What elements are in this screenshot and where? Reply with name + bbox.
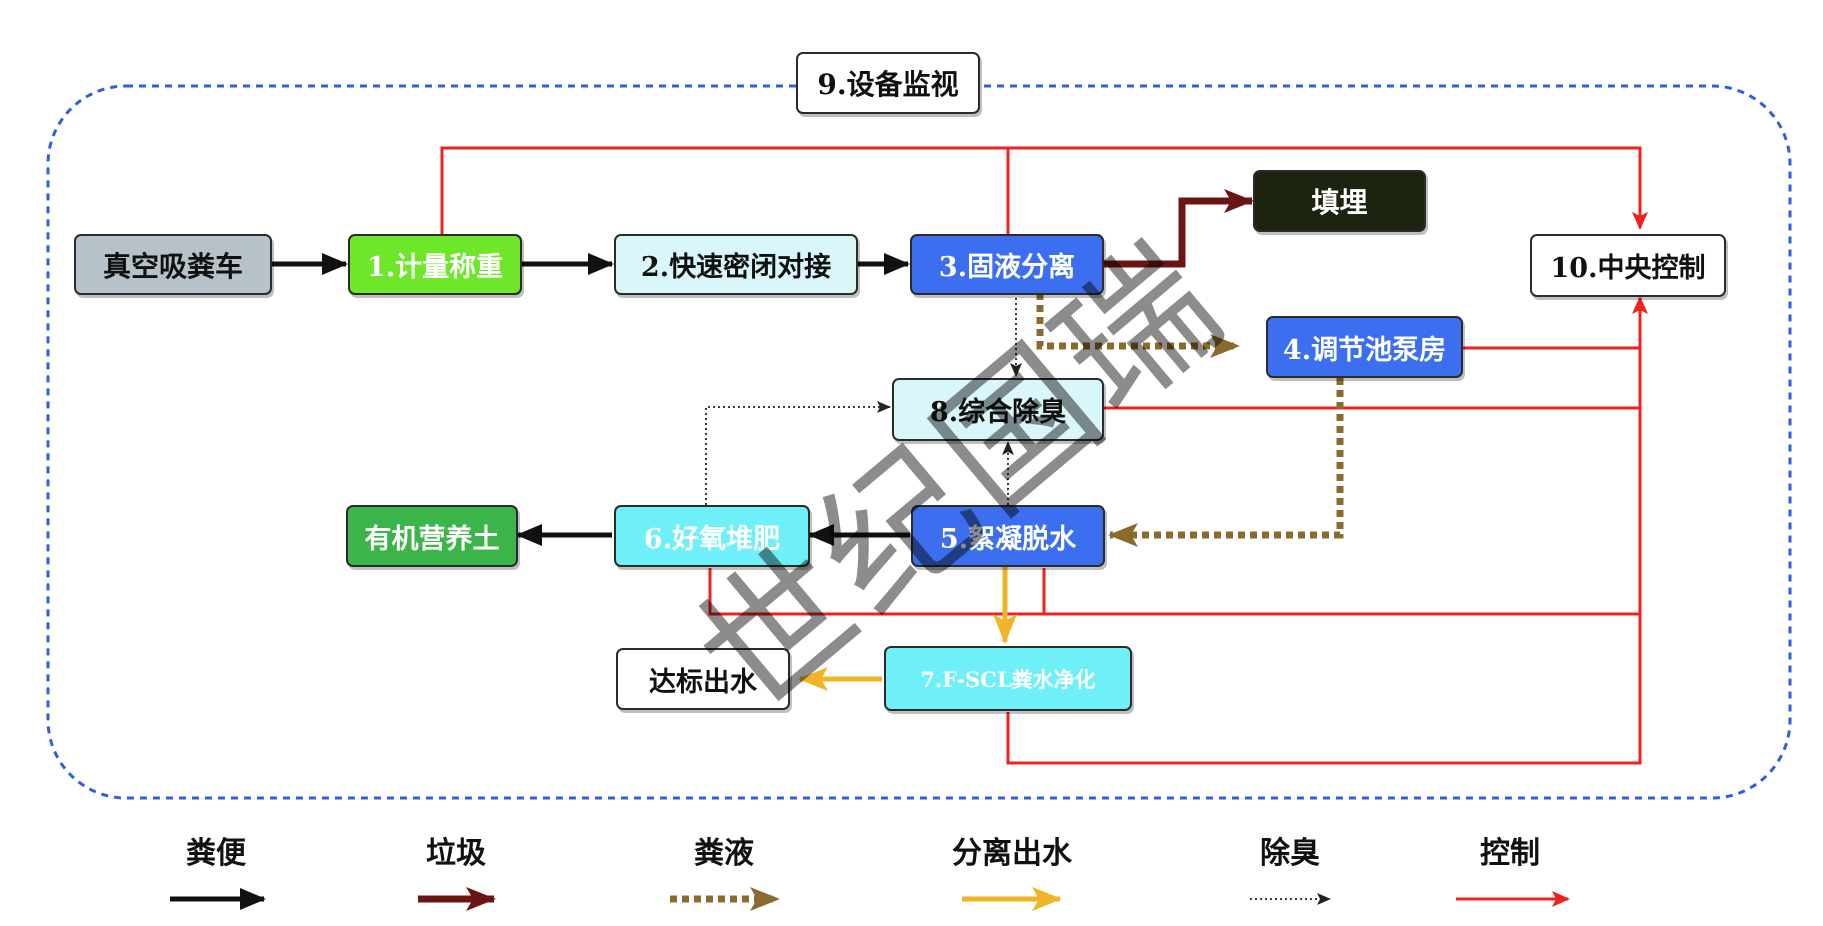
control-lines xyxy=(440,146,1648,765)
node-dewater: 5.絮凝脱水 xyxy=(911,505,1105,567)
feces-flow xyxy=(272,253,910,546)
node-docking: 2.快速密闭对接 xyxy=(614,234,858,295)
node-purify: 7.F-SCL粪水净化 xyxy=(884,646,1132,711)
arrow-compost-to-deodorize xyxy=(705,401,891,505)
control-line-bottom xyxy=(1006,296,1648,765)
node-weighing: 1.计量称重 xyxy=(348,234,522,295)
node-central-control: 10.中央控制 xyxy=(1530,234,1726,297)
node-deodorize: 8.综合除臭 xyxy=(892,378,1104,441)
legend-label-feces: 粪便 xyxy=(186,836,246,871)
deodor-flow xyxy=(705,293,1022,505)
legend-label-garbage: 垃圾 xyxy=(426,836,486,871)
arrow-pump-to-dewater xyxy=(1108,378,1344,547)
control-line-top xyxy=(440,146,1648,237)
node-compost: 6.好氧堆肥 xyxy=(614,505,810,567)
node-separation: 3.固液分离 xyxy=(910,234,1104,295)
node-pump-room: 4.调节池泵房 xyxy=(1266,316,1463,378)
legend-label-liquid: 粪液 xyxy=(694,836,754,871)
node-landfill: 填埋 xyxy=(1253,170,1426,232)
node-vacuum-truck: 真空吸粪车 xyxy=(74,234,272,295)
water-flow xyxy=(798,567,1017,691)
arrow-separation-to-pump xyxy=(1036,293,1240,358)
legend-label-deodor: 除臭 xyxy=(1260,836,1320,871)
node-discharge: 达标出水 xyxy=(616,648,790,710)
legend-label-water: 分离出水 xyxy=(952,836,1072,871)
control-line-compost xyxy=(708,568,1640,616)
arrow-separation-to-landfill xyxy=(1104,189,1254,268)
liquid-flow xyxy=(1036,293,1344,547)
monitor-label-box: 9.设备监视 xyxy=(796,52,980,114)
node-soil: 有机营养土 xyxy=(346,505,518,567)
legend-label-control: 控制 xyxy=(1480,836,1540,871)
